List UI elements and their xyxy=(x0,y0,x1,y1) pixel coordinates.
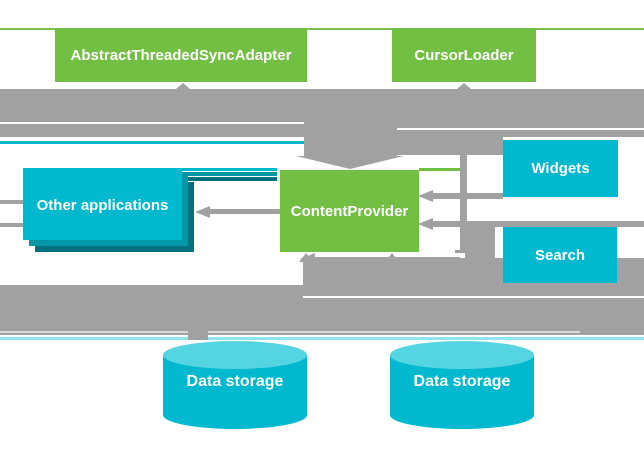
bottom-band-separator xyxy=(303,296,644,298)
bottom-cyan-line xyxy=(0,337,644,340)
node-search-label: Search xyxy=(534,246,586,264)
node-cursor-loader-label: CursorLoader xyxy=(414,46,514,64)
cylinder-data-storage-right: Data storage xyxy=(390,341,534,429)
arrow-up-icon-storage-left xyxy=(299,253,313,262)
otherapps-stack-topline-dark xyxy=(188,177,277,181)
band-separator-right xyxy=(307,128,644,130)
arrow-up-icon-syncadapter xyxy=(176,83,190,89)
node-widgets-label: Widgets xyxy=(531,160,590,177)
node-widgets: Widgets xyxy=(503,140,618,197)
stub-under-widgets xyxy=(455,250,495,253)
node-other-applications: Other applications xyxy=(23,170,182,240)
cylinder-label: Data storage xyxy=(186,373,284,390)
top-green-line xyxy=(0,28,644,30)
left-edge-stub-upper xyxy=(0,200,23,204)
cylinder-top-ellipse xyxy=(163,341,307,369)
cylinder-stub xyxy=(188,331,208,340)
connector-vertical-right xyxy=(460,155,467,250)
node-content-provider-label: ContentProvider xyxy=(290,202,409,220)
green-stub-line xyxy=(419,168,462,171)
arrow-band-bottom-left xyxy=(0,285,303,335)
cylinder-label: Data storage xyxy=(413,373,511,390)
arrow-down-icon-contentprovider xyxy=(296,156,404,169)
arrow-up-icon-cursorloader xyxy=(457,83,471,89)
widgets-arrow-shaft xyxy=(431,193,503,199)
otherapps-stack-topline-teal xyxy=(182,172,277,176)
mid-cyan-line xyxy=(0,141,503,144)
left-edge-stub-lower xyxy=(0,223,23,227)
cylinder-top-ellipse xyxy=(390,341,534,369)
arrow-left-icon-search xyxy=(418,218,433,230)
node-other-applications-label: Other applications xyxy=(36,196,169,214)
cylinder-data-storage-left: Data storage xyxy=(163,341,307,429)
node-search: Search xyxy=(503,227,617,283)
search-arrow-shaft xyxy=(431,221,644,227)
otherapps-arrow-shaft xyxy=(208,209,280,214)
band-separator-left xyxy=(0,122,307,124)
arrow-band-widgets xyxy=(304,135,503,155)
node-content-provider: ContentProvider xyxy=(280,170,419,252)
node-cursor-loader: CursorLoader xyxy=(392,28,536,82)
connector-vertical-search xyxy=(465,227,495,260)
bottom-band-separator-faint xyxy=(0,331,580,333)
otherapps-stack-topline-cyan xyxy=(23,168,277,171)
node-sync-adapter-label: AbstractThreadedSyncAdapter xyxy=(70,46,292,64)
arrow-left-icon-otherapps xyxy=(195,206,210,218)
arrow-up-icon-storage-right xyxy=(385,253,399,262)
node-abstract-threaded-sync-adapter: AbstractThreadedSyncAdapter xyxy=(55,28,307,82)
arrow-left-icon-widgets xyxy=(418,190,433,202)
